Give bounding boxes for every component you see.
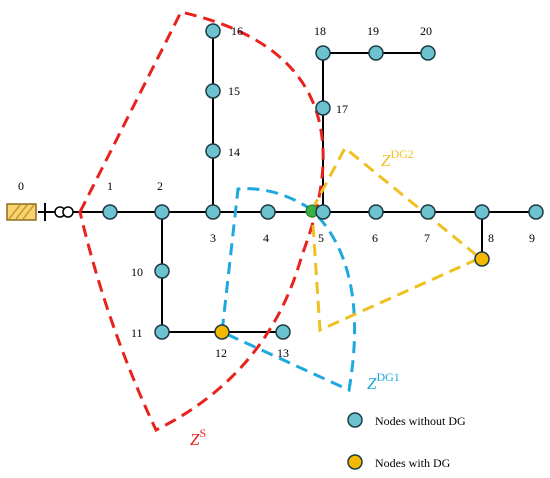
node-marker <box>214 324 230 340</box>
node-1: 1 <box>102 179 118 220</box>
node-label: 16 <box>231 24 243 38</box>
node-label: 10 <box>131 265 143 279</box>
node-label: 14 <box>228 145 240 159</box>
node-marker <box>368 204 384 220</box>
node-11: 11 <box>131 324 170 340</box>
node-15: 15 <box>205 83 240 99</box>
node-2: 2 <box>154 179 170 220</box>
transformer-coil-2 <box>62 206 74 218</box>
node-18: 18 <box>314 24 331 61</box>
node-marker <box>205 204 221 220</box>
zone-s-label: ZS <box>190 426 206 449</box>
node-4: 4 <box>260 204 276 245</box>
source-node: 0 <box>6 179 74 221</box>
source-label: 0 <box>18 179 24 193</box>
node-marker <box>528 204 544 220</box>
node-label: 20 <box>420 24 432 38</box>
node-marker <box>205 143 221 159</box>
node-label: 15 <box>228 84 240 98</box>
node-16: 16 <box>205 23 243 39</box>
node-marker <box>260 204 276 220</box>
node-marker <box>102 204 118 220</box>
node-6: 6 <box>368 204 384 245</box>
legend: Nodes without DG Nodes with DG <box>347 412 466 470</box>
node-7: 7 <box>420 204 436 245</box>
node-label: 9 <box>529 231 535 245</box>
zone-dg2-boundary <box>310 145 483 333</box>
node-5: 5 <box>315 204 331 245</box>
node-marker <box>315 204 331 220</box>
node-label: 1 <box>107 179 113 193</box>
node-marker <box>154 324 170 340</box>
node-label: 6 <box>372 231 378 245</box>
node-20: 20 <box>420 24 436 61</box>
node-marker <box>420 204 436 220</box>
source-hatch <box>8 204 35 220</box>
legend-label-without-dg: Nodes without DG <box>375 414 466 428</box>
node-19: 19 <box>367 24 384 61</box>
node-9: 9 <box>528 204 544 245</box>
zone-s-boundary <box>78 10 325 433</box>
node-13: 13 <box>275 324 291 360</box>
legend-marker-with-dg <box>347 454 363 470</box>
node-10: 10 <box>131 263 170 279</box>
node-label: 12 <box>215 346 227 360</box>
node-marker <box>420 45 436 61</box>
node-14: 14 <box>205 143 240 159</box>
node-label: 4 <box>263 231 269 245</box>
node-label: 3 <box>210 231 216 245</box>
node-17: 17 <box>315 100 348 116</box>
node-label: 17 <box>336 102 348 116</box>
node-marker <box>205 83 221 99</box>
node-marker-8-main <box>474 204 490 220</box>
node-marker <box>368 45 384 61</box>
node-label: 13 <box>277 346 289 360</box>
zone-dg1-label: ZDG1 <box>367 370 400 393</box>
node-marker <box>474 251 490 267</box>
node-label: 8 <box>488 231 494 245</box>
node-marker <box>154 204 170 220</box>
node-12: 12 <box>214 324 230 360</box>
node-label: 7 <box>424 231 430 245</box>
legend-marker-without-dg <box>347 412 363 428</box>
node-marker <box>275 324 291 340</box>
node-label: 2 <box>157 179 163 193</box>
node-label: 19 <box>367 24 379 38</box>
node-label: 5 <box>318 231 324 245</box>
node-marker <box>315 45 331 61</box>
node-3: 3 <box>205 204 221 245</box>
node-8: 8 <box>474 231 494 267</box>
node-marker <box>315 100 331 116</box>
legend-label-with-dg: Nodes with DG <box>375 456 451 470</box>
node-label: 18 <box>314 24 326 38</box>
node-label: 11 <box>131 326 143 340</box>
zone-dg2-label: ZDG2 <box>381 147 414 170</box>
node-marker <box>205 23 221 39</box>
node-8-tap <box>474 204 490 220</box>
node-marker <box>154 263 170 279</box>
